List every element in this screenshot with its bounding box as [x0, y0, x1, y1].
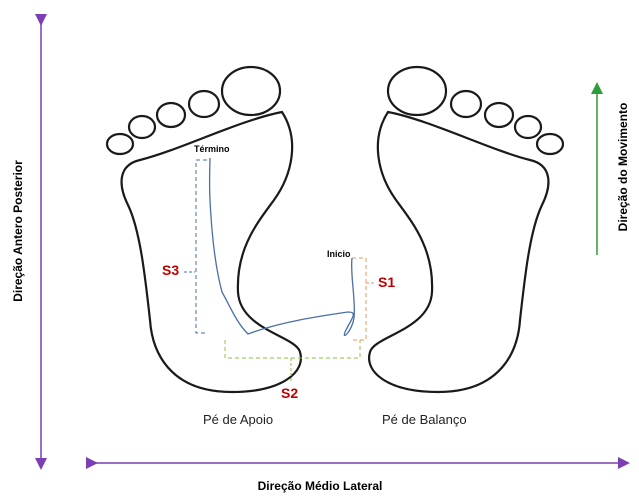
right-foot: [369, 67, 563, 392]
right-foot-sole: [369, 112, 548, 392]
left-foot-toe-4: [129, 116, 155, 138]
path-start-label: Inicio: [327, 249, 351, 259]
support-foot-label: Pé de Apoio: [203, 412, 273, 427]
right-foot-toe-5: [537, 134, 563, 154]
left-foot-toe-5: [107, 134, 133, 154]
swing-foot-label: Pé de Balanço: [382, 412, 467, 427]
left-foot-sole: [122, 112, 301, 392]
left-foot-toe-3: [157, 103, 185, 127]
left-foot-toe-2: [189, 91, 219, 117]
axis-label-medio-lateral: Direção Médio Lateral: [245, 479, 395, 493]
left-foot: [107, 67, 301, 392]
right-foot-toe-3: [485, 103, 513, 127]
s3-bracket: [196, 160, 207, 333]
axis-label-movement-direction: Direção do Movimento: [616, 92, 630, 242]
left-foot-big-toe: [222, 67, 280, 115]
right-foot-big-toe: [388, 67, 446, 115]
segment-s1-label: S1: [378, 274, 395, 290]
right-foot-toe-4: [515, 116, 541, 138]
path-end-label: Término: [194, 144, 230, 154]
axis-label-antero-posterior: Direção Antero Posterior: [11, 156, 25, 306]
segment-s2-label: S2: [281, 385, 298, 401]
segment-s3-label: S3: [162, 262, 179, 278]
right-foot-toe-2: [451, 91, 481, 117]
cop-path: [210, 158, 355, 335]
